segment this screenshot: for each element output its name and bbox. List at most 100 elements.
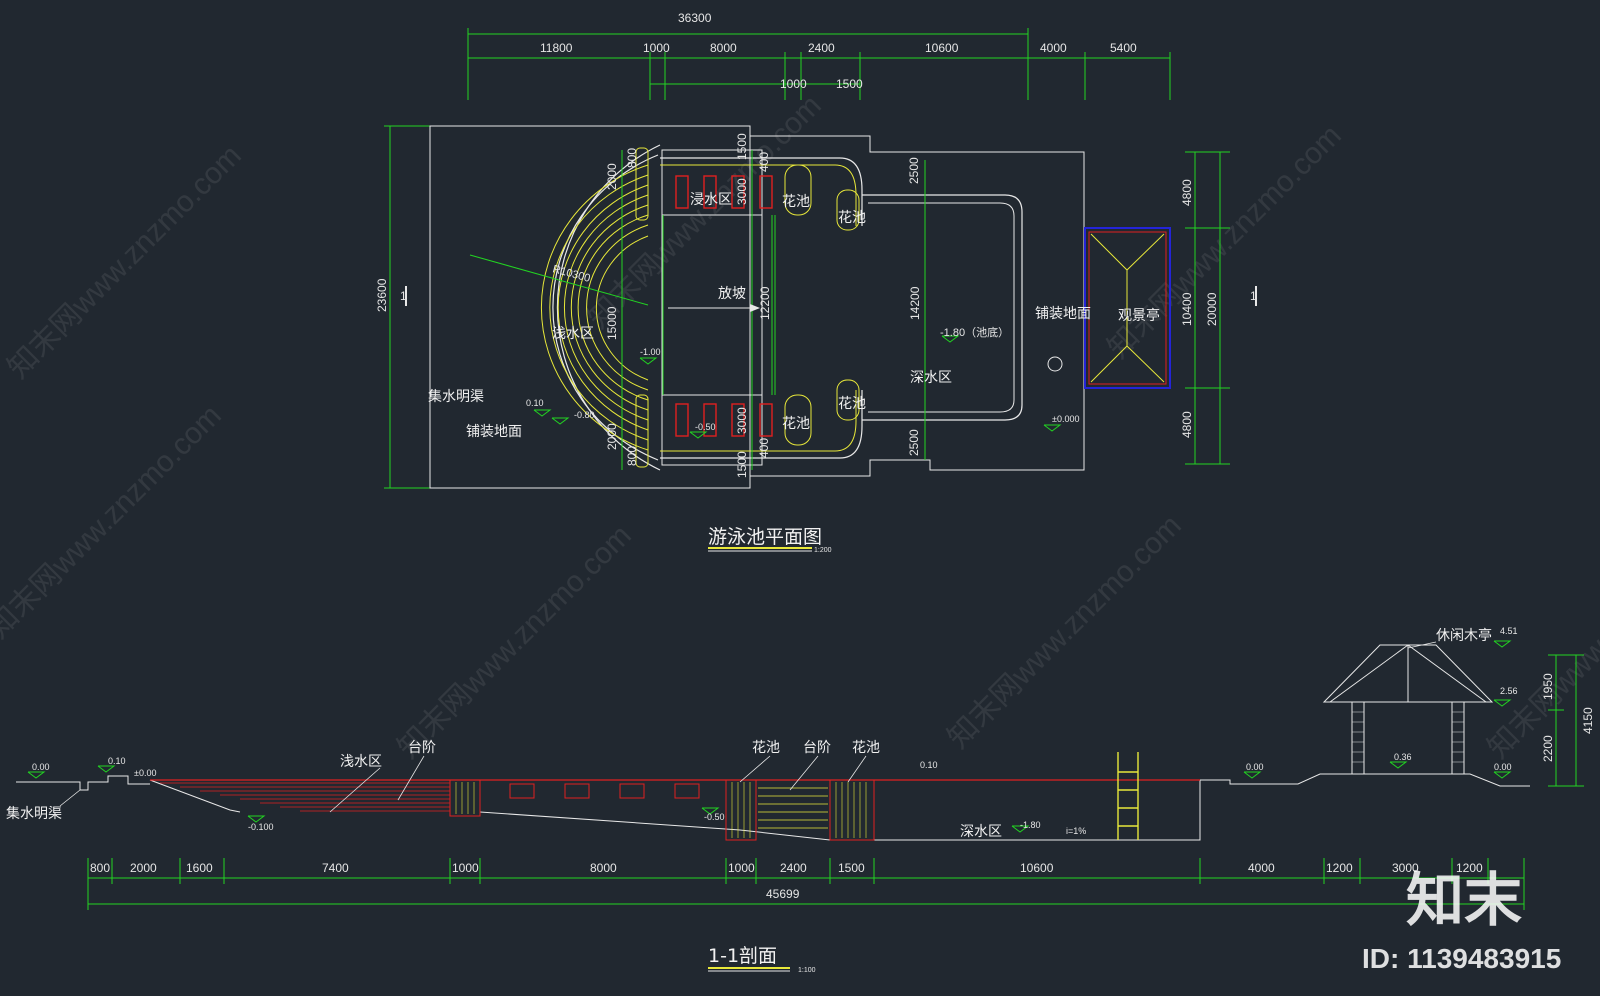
label-steps: 台阶 — [408, 740, 436, 756]
pavilion-elevation — [1322, 644, 1494, 775]
level: 0.00 — [32, 762, 50, 772]
brand-logo: 知末 — [1406, 866, 1522, 934]
section-shallow-steps — [160, 782, 450, 812]
plan-title-block: 游泳池平面图 1:200 — [708, 526, 832, 554]
section-mark-left: 1 — [400, 286, 407, 306]
step-bars — [635, 147, 860, 468]
svg-text:2000: 2000 — [130, 861, 157, 875]
drain-point-icon — [1047, 356, 1063, 372]
label-ramp: 放坡 — [718, 286, 746, 302]
plan-level-markers — [533, 335, 1062, 439]
section-level-markers — [27, 640, 1512, 833]
label-paving: 铺装地面 — [1035, 306, 1091, 322]
section-labels: 浅水区 台阶 花池 台阶 花池 深水区 集水明渠 休闲木亭 0.00 0.10 … — [6, 626, 1518, 840]
svg-text:1600: 1600 — [186, 861, 213, 875]
svg-text:8000: 8000 — [590, 861, 617, 875]
plan-inner-dim-text: 15000 12200 14200 2000 2000 3000 3000 15… — [605, 133, 922, 478]
dim-top: 10600 — [925, 41, 959, 55]
svg-text:400: 400 — [757, 152, 771, 172]
label-shallow-area: 浅水区 — [340, 754, 382, 770]
plan-labels: 浸水区 花池 花池 花池 花池 放坡 浅水区 深水区 铺装地面 铺装地面 集水明… — [428, 192, 1160, 440]
label-deep-area: 深水区 — [910, 370, 952, 386]
level: 0.00 — [1494, 762, 1512, 772]
label-wade-area: 浸水区 — [690, 192, 732, 208]
level: -0.50 — [704, 812, 725, 822]
shallow-steps — [540, 144, 661, 471]
brand-block: 知末 ID: 1139483915 — [1362, 866, 1561, 974]
level: 0.10 — [526, 398, 544, 408]
level: -0.50 — [695, 422, 716, 432]
dim-top: 4000 — [1040, 41, 1067, 55]
plan-top-dimension-text: 36300 11800 1000 8000 2400 10600 4000 54… — [540, 11, 1137, 91]
svg-text:2500: 2500 — [907, 157, 921, 184]
label-drain-channel: 集水明渠 — [6, 805, 62, 822]
pavilion-plan — [1084, 227, 1171, 389]
level: 0.10 — [108, 756, 126, 766]
section-right-dims — [1548, 654, 1584, 787]
section-middle-steps — [758, 787, 828, 829]
dim-left-total: 23600 — [375, 278, 389, 312]
level: -0.80 — [574, 410, 595, 420]
section-title-block: 1-1剖面 1:100 — [708, 945, 816, 974]
pool-ladder — [1117, 752, 1139, 840]
label-pavilion: 观景亭 — [1118, 307, 1160, 324]
dim-right: 4800 — [1180, 179, 1194, 206]
section-mark-text: 1 — [1250, 289, 1257, 303]
level: -0.100 — [248, 822, 274, 832]
section-bottom-dim-text: 800 2000 1600 7400 1000 8000 1000 2400 1… — [90, 861, 1483, 901]
section-mark-text: 1 — [400, 289, 407, 303]
svg-text:2000: 2000 — [605, 163, 619, 190]
plan-scale: 1:200 — [814, 547, 832, 554]
plan-side-dimensions — [384, 125, 1230, 489]
level: ±0.000 — [1052, 414, 1079, 424]
level: 2.56 — [1500, 686, 1518, 696]
label-steps: 台阶 — [803, 740, 831, 756]
watermark: 知末网www.znzmo.com — [0, 399, 228, 645]
level: 0.00 — [1246, 762, 1264, 772]
svg-text:2400: 2400 — [780, 861, 807, 875]
dim-right-total: 20000 — [1205, 292, 1219, 326]
pavilion-column-hatch — [1352, 711, 1464, 763]
label-shallow-area: 浅水区 — [552, 326, 594, 342]
dim-sub: 1000 — [780, 77, 807, 91]
svg-text:3000: 3000 — [1392, 861, 1419, 875]
section-ground — [16, 773, 1530, 841]
watermark: 知末网www.znzmo.com — [2, 139, 248, 385]
label-flower-bed: 花池 — [852, 740, 880, 756]
section-leaders — [59, 641, 1437, 813]
label-deep-area: 深水区 — [960, 824, 1002, 840]
watermark: 知末网www.znzmo.com — [392, 519, 638, 765]
svg-text:1000: 1000 — [728, 861, 755, 875]
svg-text:2000: 2000 — [605, 423, 619, 450]
svg-text:1200: 1200 — [1326, 861, 1353, 875]
level: ±0.00 — [134, 768, 156, 778]
label-flower-bed: 花池 — [838, 396, 866, 412]
dim-total-top: 36300 — [678, 11, 712, 25]
watermark: 知末网www.znzmo.com — [942, 509, 1188, 755]
dim-sub: 1500 — [836, 77, 863, 91]
dim-section-right-total: 4150 — [1581, 707, 1595, 734]
pool-body — [660, 149, 1023, 466]
section-flower-beds — [449, 779, 875, 841]
level-pool-bottom: -1.80（池底） — [940, 325, 1009, 339]
section-mark-right: 1 — [1250, 286, 1257, 306]
slope: i=1% — [1066, 826, 1086, 836]
svg-text:1500: 1500 — [735, 133, 749, 160]
wade-area-markers — [675, 175, 773, 437]
dim-top: 8000 — [710, 41, 737, 55]
label-drain-channel: 集水明渠 — [428, 388, 484, 405]
level: 4.51 — [1500, 626, 1518, 636]
label-flower-bed: 花池 — [752, 740, 780, 756]
level: -1.00 — [640, 347, 661, 357]
svg-text:10600: 10600 — [1020, 861, 1054, 875]
svg-text:1200: 1200 — [1456, 861, 1483, 875]
level: -1.80 — [1020, 820, 1041, 830]
section-flower-hatch — [455, 782, 867, 838]
dim-top: 5400 — [1110, 41, 1137, 55]
dim-right: 4800 — [1180, 411, 1194, 438]
dim-section-right: 1950 — [1541, 673, 1555, 700]
label-flower-bed: 花池 — [782, 416, 810, 432]
level: 0.36 — [1394, 752, 1412, 762]
svg-text:1000: 1000 — [452, 861, 479, 875]
